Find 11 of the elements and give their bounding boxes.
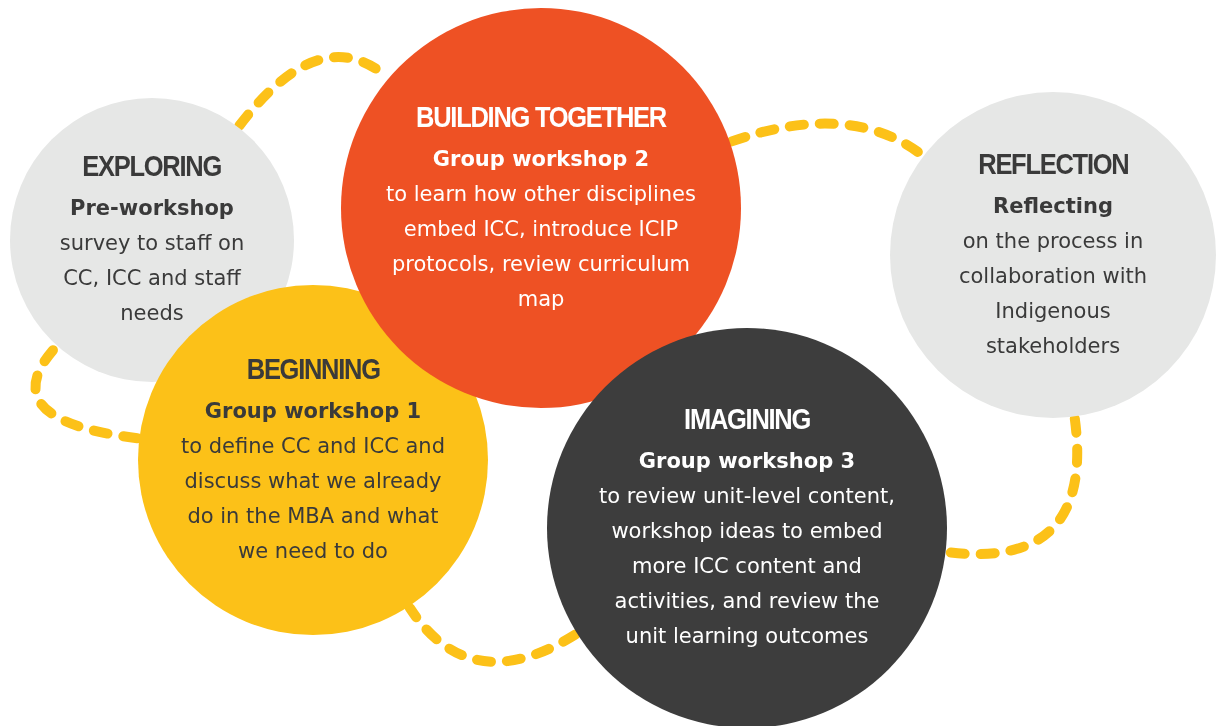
stage-description: Reflecting on the process in collaboration with Indigenous stakeholders [957,192,1149,360]
stage-heading: BEGINNING [246,351,380,386]
stage-description: Group workshop 2 to learn how other disciplines embed ICC, introduce ICIP protocols, review curriculum map [385,145,697,313]
stage-heading: IMAGINING [684,402,810,436]
stage-description: Pre-workshop survey to staff on CC, ICC and staff needs [58,195,246,327]
dashed-connector [404,603,581,667]
stage-heading: BUILDING TOGETHER [416,99,666,134]
stage-description: Group workshop 1 to define CC and ICC and discuss what we already do in the MBA and what we need to do [180,397,446,565]
stage-heading: EXPLORING [82,149,222,183]
stage-description: Group workshop 3 to review unit-level content, workshop ideas to embed more ICC content and activities, and review the unit learning outcomes [598,448,896,650]
stage-heading: REFLECTION [977,146,1129,181]
